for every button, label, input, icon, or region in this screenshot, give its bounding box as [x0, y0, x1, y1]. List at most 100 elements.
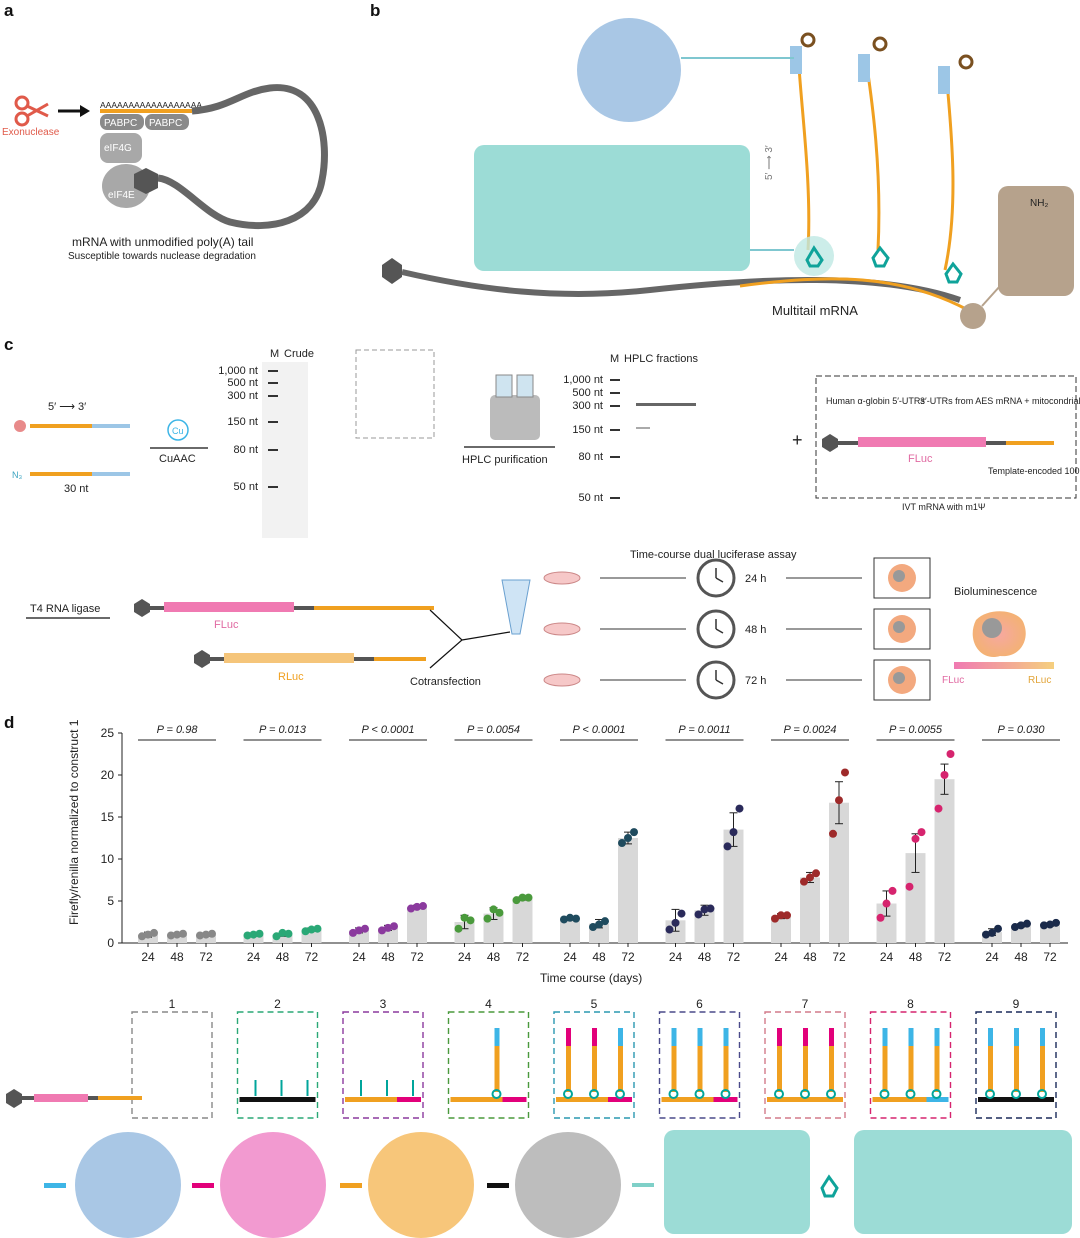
triazole-linker — [1037, 1089, 1047, 1099]
data-point — [518, 893, 527, 902]
tail-body — [566, 1046, 571, 1092]
thirty-nt-label: 30 nt — [64, 483, 88, 495]
data-point — [677, 909, 686, 918]
data-point — [144, 930, 152, 939]
triazole-linker — [589, 1089, 599, 1099]
data-point — [771, 914, 779, 923]
data-point — [800, 877, 808, 886]
data-point — [466, 916, 475, 925]
construct-box — [553, 1011, 635, 1119]
hplc-instrument — [490, 395, 540, 440]
construct-backbone — [661, 1097, 738, 1102]
construct-number: 1 — [169, 997, 176, 1011]
x-tick-label: 24 — [669, 950, 683, 964]
pvalue-label: P = 0.0024 — [783, 724, 836, 736]
pvalue-label: P = 0.030 — [998, 724, 1046, 736]
brown-structure-box — [998, 186, 1074, 296]
construct-backbone — [978, 1097, 1054, 1102]
gel2-ladder-label: 80 nt — [579, 451, 603, 463]
gel1-ladder-band — [268, 370, 278, 372]
gel1-ladder-label: 50 nt — [234, 481, 258, 493]
construct-number: 9 — [1013, 997, 1020, 1011]
data-point — [483, 914, 492, 923]
eif4g — [100, 133, 142, 163]
fluc-rluc-gradient — [954, 662, 1054, 669]
multitail-label: Multitail mRNA — [772, 303, 858, 318]
construct-box — [447, 1011, 530, 1119]
gel1-ladder-label: 1,000 nt — [218, 365, 258, 377]
construct-backbone — [450, 1097, 527, 1102]
pvalue-label: P = 0.0011 — [678, 724, 730, 736]
x-tick-label: 48 — [487, 950, 501, 964]
tail-body — [723, 1046, 729, 1092]
tail-3 — [943, 69, 955, 271]
data-point — [572, 914, 580, 923]
data-point — [1011, 923, 1019, 932]
construct-backbone — [872, 1097, 949, 1102]
tail-body — [988, 1046, 993, 1092]
triazole-linker — [774, 1089, 784, 1099]
svg-text:N₃: N₃ — [12, 470, 22, 480]
mrna-loop — [157, 84, 328, 230]
panel-d: d Firefly/renilla normalized to construc… — [4, 713, 1072, 1238]
clock-hand — [715, 628, 724, 634]
x-tick-label: 72 — [199, 950, 213, 964]
construct-backbone — [556, 1097, 632, 1102]
bar — [723, 829, 744, 943]
pvalue-label: P = 0.98 — [157, 724, 199, 736]
data-point — [278, 928, 287, 937]
tail-tip — [1014, 1028, 1019, 1046]
data-point — [173, 930, 181, 939]
x-tick-label: 72 — [410, 950, 424, 964]
data-point — [361, 924, 369, 933]
tail-tip — [494, 1028, 500, 1046]
data-point — [835, 796, 843, 805]
triazole-linker — [720, 1089, 731, 1099]
gel1-ladder-band — [268, 449, 278, 451]
pvalue-label: P = 0.013 — [259, 724, 307, 736]
gel1-ladder-label: 80 nt — [234, 444, 258, 456]
data-point — [911, 834, 920, 843]
eif4e-label: eIF4E — [108, 190, 135, 201]
triazole-linker — [905, 1089, 916, 1099]
pabpc-1-label: PABPC — [104, 118, 137, 129]
bioluminescence-label: Bioluminescence — [954, 586, 1037, 598]
data-point — [307, 925, 316, 934]
data-point — [495, 908, 504, 917]
tail-body — [1040, 1046, 1045, 1092]
data-point — [624, 834, 632, 842]
eif4g-label: eIF4G — [104, 143, 132, 154]
nh2-label: NH₂ — [1030, 198, 1048, 209]
y-tick-label: 0 — [107, 936, 114, 950]
pabpc-2-label: PABPC — [149, 118, 182, 129]
data-point — [243, 931, 252, 940]
y-tick-label: 5 — [107, 894, 114, 908]
data-point — [566, 913, 574, 922]
data-point — [1017, 921, 1025, 930]
x-tick-label: 72 — [305, 950, 319, 964]
gel2-ladder-label: 50 nt — [579, 492, 603, 504]
bar — [272, 934, 293, 943]
clock-hand — [715, 577, 724, 583]
cell-nucleus — [893, 621, 905, 633]
gel1-ladder-label: 150 nt — [227, 416, 258, 428]
x-tick-label: 48 — [803, 950, 817, 964]
construct-box — [131, 1011, 213, 1119]
x-tick-label: 72 — [516, 950, 530, 964]
tail-body — [829, 1046, 834, 1092]
data-point — [694, 910, 703, 919]
triazole-linker — [800, 1089, 810, 1099]
data-point — [700, 905, 709, 914]
tail-tip — [671, 1028, 677, 1046]
data-point — [777, 911, 785, 920]
gel2-ladder-band — [610, 379, 620, 381]
tail-tip — [723, 1028, 729, 1046]
cu-label: Cu — [172, 426, 184, 436]
tail-body — [934, 1046, 940, 1092]
scissors-icon — [14, 95, 49, 127]
x-tick-label: 48 — [592, 950, 606, 964]
triazole-linker — [826, 1089, 836, 1099]
data-point — [806, 873, 814, 882]
pabpc-1 — [100, 114, 144, 130]
